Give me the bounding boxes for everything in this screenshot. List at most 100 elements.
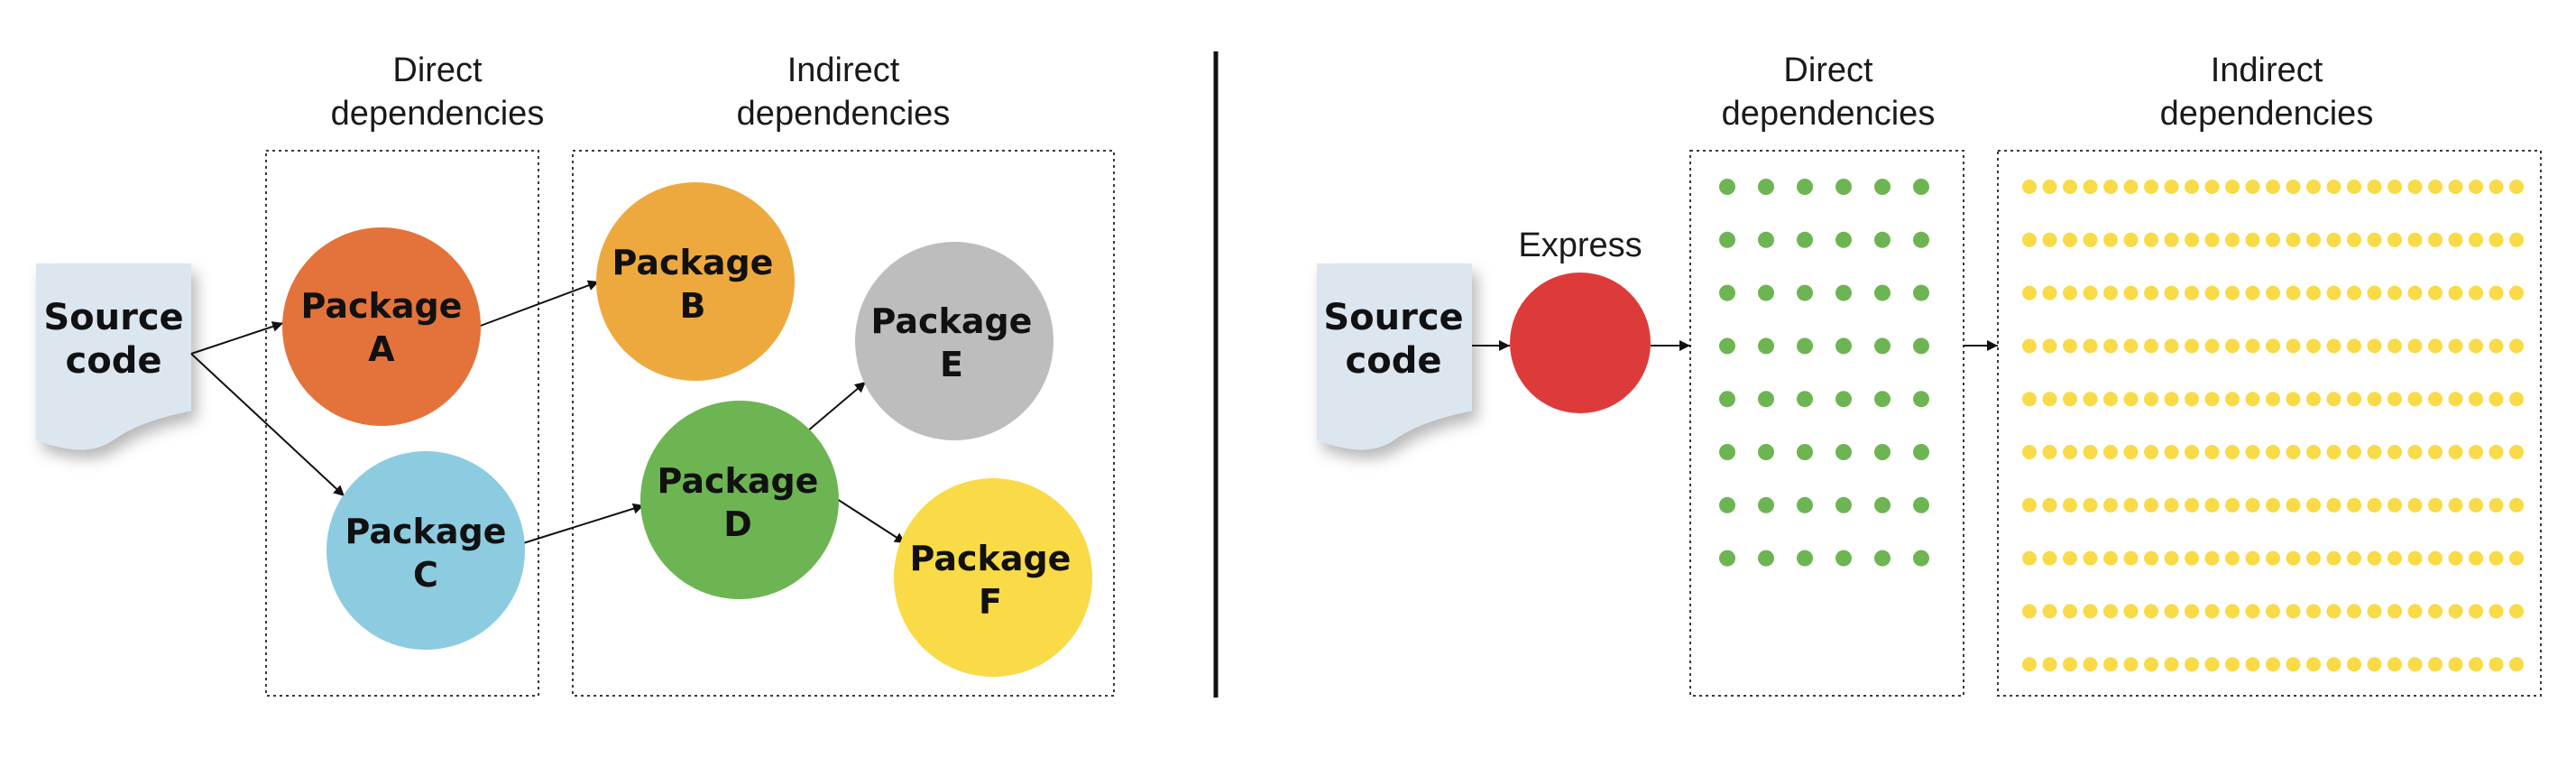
indirect-dependency-dot	[2489, 285, 2504, 300]
indirect-dependency-dot	[2022, 338, 2037, 354]
indirect-dependency-dot	[2489, 604, 2504, 619]
indirect-dependency-dot	[2225, 497, 2240, 513]
direct-dependency-dot	[1913, 337, 1929, 355]
indirect-dependency-dot	[2103, 338, 2118, 354]
indirect-dependency-dot	[2042, 232, 2057, 247]
indirect-dependency-dot	[2347, 180, 2361, 194]
indirect-dependency-dot	[2245, 180, 2260, 194]
indirect-dependency-dot	[2204, 657, 2220, 672]
indirect-dependency-dot	[2387, 285, 2402, 300]
indirect-dependency-dot	[2245, 338, 2260, 354]
direct-dependency-dot	[1913, 444, 1929, 460]
indirect-dependency-dot	[2326, 285, 2341, 300]
package-f: Package F	[894, 478, 1092, 677]
direct-dependency-dot	[1758, 496, 1774, 513]
indirect-dependency-dot	[2469, 657, 2483, 672]
indirect-dependency-dot	[2387, 180, 2402, 194]
indirect-dependency-dot	[2225, 445, 2240, 459]
indirect-dependency-dot	[2347, 445, 2361, 459]
indirect-dependency-dot	[2306, 338, 2321, 354]
indirect-dependency-dot	[2347, 338, 2361, 354]
indirect-dependency-dot	[2387, 550, 2402, 566]
indirect-dependency-dot	[2428, 338, 2443, 354]
indirect-dependency-dot	[2063, 657, 2077, 672]
indirect-dependency-dot	[2063, 338, 2077, 354]
direct-dependency-dot	[1797, 550, 1813, 567]
indirect-dependency-dot	[2509, 604, 2524, 619]
edge-c-to-d	[522, 503, 645, 544]
indirect-dependency-dot	[2063, 392, 2077, 407]
indirect-dependency-dot	[2123, 657, 2139, 672]
indirect-dependency-dot	[2083, 338, 2098, 354]
indirect-dependency-dot	[2448, 232, 2463, 247]
indirect-dependency-dot	[2225, 604, 2240, 619]
indirect-dependency-dot	[2306, 657, 2321, 672]
package-f-line2: F	[979, 582, 1002, 622]
indirect-dependency-dot	[2266, 604, 2280, 619]
package-f-line1: Package	[910, 539, 1072, 578]
indirect-dependency-dot	[2326, 497, 2341, 513]
indirect-dependency-dot	[2144, 497, 2158, 513]
direct-dependency-dot	[1719, 391, 1735, 408]
indirect-dependency-dot	[2387, 497, 2402, 513]
indirect-dependency-dot	[2083, 180, 2098, 194]
indirect-dependency-dot	[2469, 285, 2483, 300]
direct-dependency-dot	[1758, 179, 1774, 195]
direct-dependency-dot	[1758, 550, 1774, 567]
indirect-dependency-dot	[2225, 232, 2240, 247]
indirect-dependency-dot	[2164, 338, 2179, 354]
indirect-dependency-dot	[2347, 497, 2361, 513]
right-indirect-header-line1: Indirect	[2211, 51, 2323, 89]
indirect-dependency-dot	[2204, 445, 2220, 459]
direct-dependency-dot	[1874, 231, 1891, 248]
direct-dependency-dot	[1874, 444, 1891, 460]
indirect-dependency-dot	[2022, 445, 2037, 459]
indirect-dependency-dot	[2509, 180, 2524, 194]
indirect-dependency-dot	[2407, 338, 2423, 354]
direct-dependency-dot	[1758, 284, 1774, 301]
indirect-dependency-dot	[2123, 550, 2139, 566]
indirect-dependency-dot	[2204, 232, 2220, 247]
indirect-dependency-dot	[2123, 285, 2139, 300]
indirect-dependency-dot	[2144, 180, 2158, 194]
indirect-dependency-dot	[2367, 338, 2382, 354]
indirect-dependency-dot	[2428, 392, 2443, 407]
package-c-line2: C	[413, 555, 438, 595]
edge-d-to-f	[836, 498, 906, 544]
indirect-dependency-dot	[2245, 657, 2260, 672]
indirect-dependency-dot	[2123, 445, 2139, 459]
indirect-dependency-dot	[2185, 550, 2199, 566]
indirect-dependency-dot	[2123, 392, 2139, 407]
indirect-dependency-dot	[2326, 392, 2341, 407]
indirect-dependency-dot	[2022, 180, 2037, 194]
direct-dependency-dot	[1913, 179, 1929, 195]
indirect-dependency-dot	[2387, 232, 2402, 247]
indirect-dependency-dot	[2022, 657, 2037, 672]
indirect-dependency-dot	[2164, 497, 2179, 513]
indirect-dependency-dot	[2407, 550, 2423, 566]
indirect-dependency-dot	[2042, 180, 2057, 194]
indirect-dependency-dot	[2367, 550, 2382, 566]
right-source-line1: Source	[1323, 297, 1463, 338]
indirect-dependency-dot	[2083, 497, 2098, 513]
indirect-dependency-dot	[2407, 180, 2423, 194]
indirect-dependency-dot	[2063, 285, 2077, 300]
indirect-dependency-dot	[2306, 445, 2321, 459]
indirect-dependency-dot	[2286, 657, 2301, 672]
indirect-dependency-dot	[2103, 604, 2118, 619]
indirect-dependency-dot	[2407, 497, 2423, 513]
direct-dependency-dot	[1835, 496, 1852, 513]
indirect-dependency-dot	[2286, 497, 2301, 513]
express-label: Express	[1518, 226, 1642, 264]
right-source-code: Source code	[1317, 263, 1472, 450]
indirect-dependency-dot	[2245, 445, 2260, 459]
direct-dependency-dot	[1835, 550, 1852, 567]
indirect-dependency-dot	[2123, 180, 2139, 194]
indirect-dependency-dot	[2245, 550, 2260, 566]
indirect-dependency-dot	[2448, 550, 2463, 566]
indirect-dependency-dot	[2266, 657, 2280, 672]
indirect-dependency-dot	[2448, 392, 2463, 407]
indirect-dependency-dot	[2042, 550, 2057, 566]
direct-dependency-dot	[1913, 496, 1929, 513]
indirect-dependency-dot	[2306, 550, 2321, 566]
